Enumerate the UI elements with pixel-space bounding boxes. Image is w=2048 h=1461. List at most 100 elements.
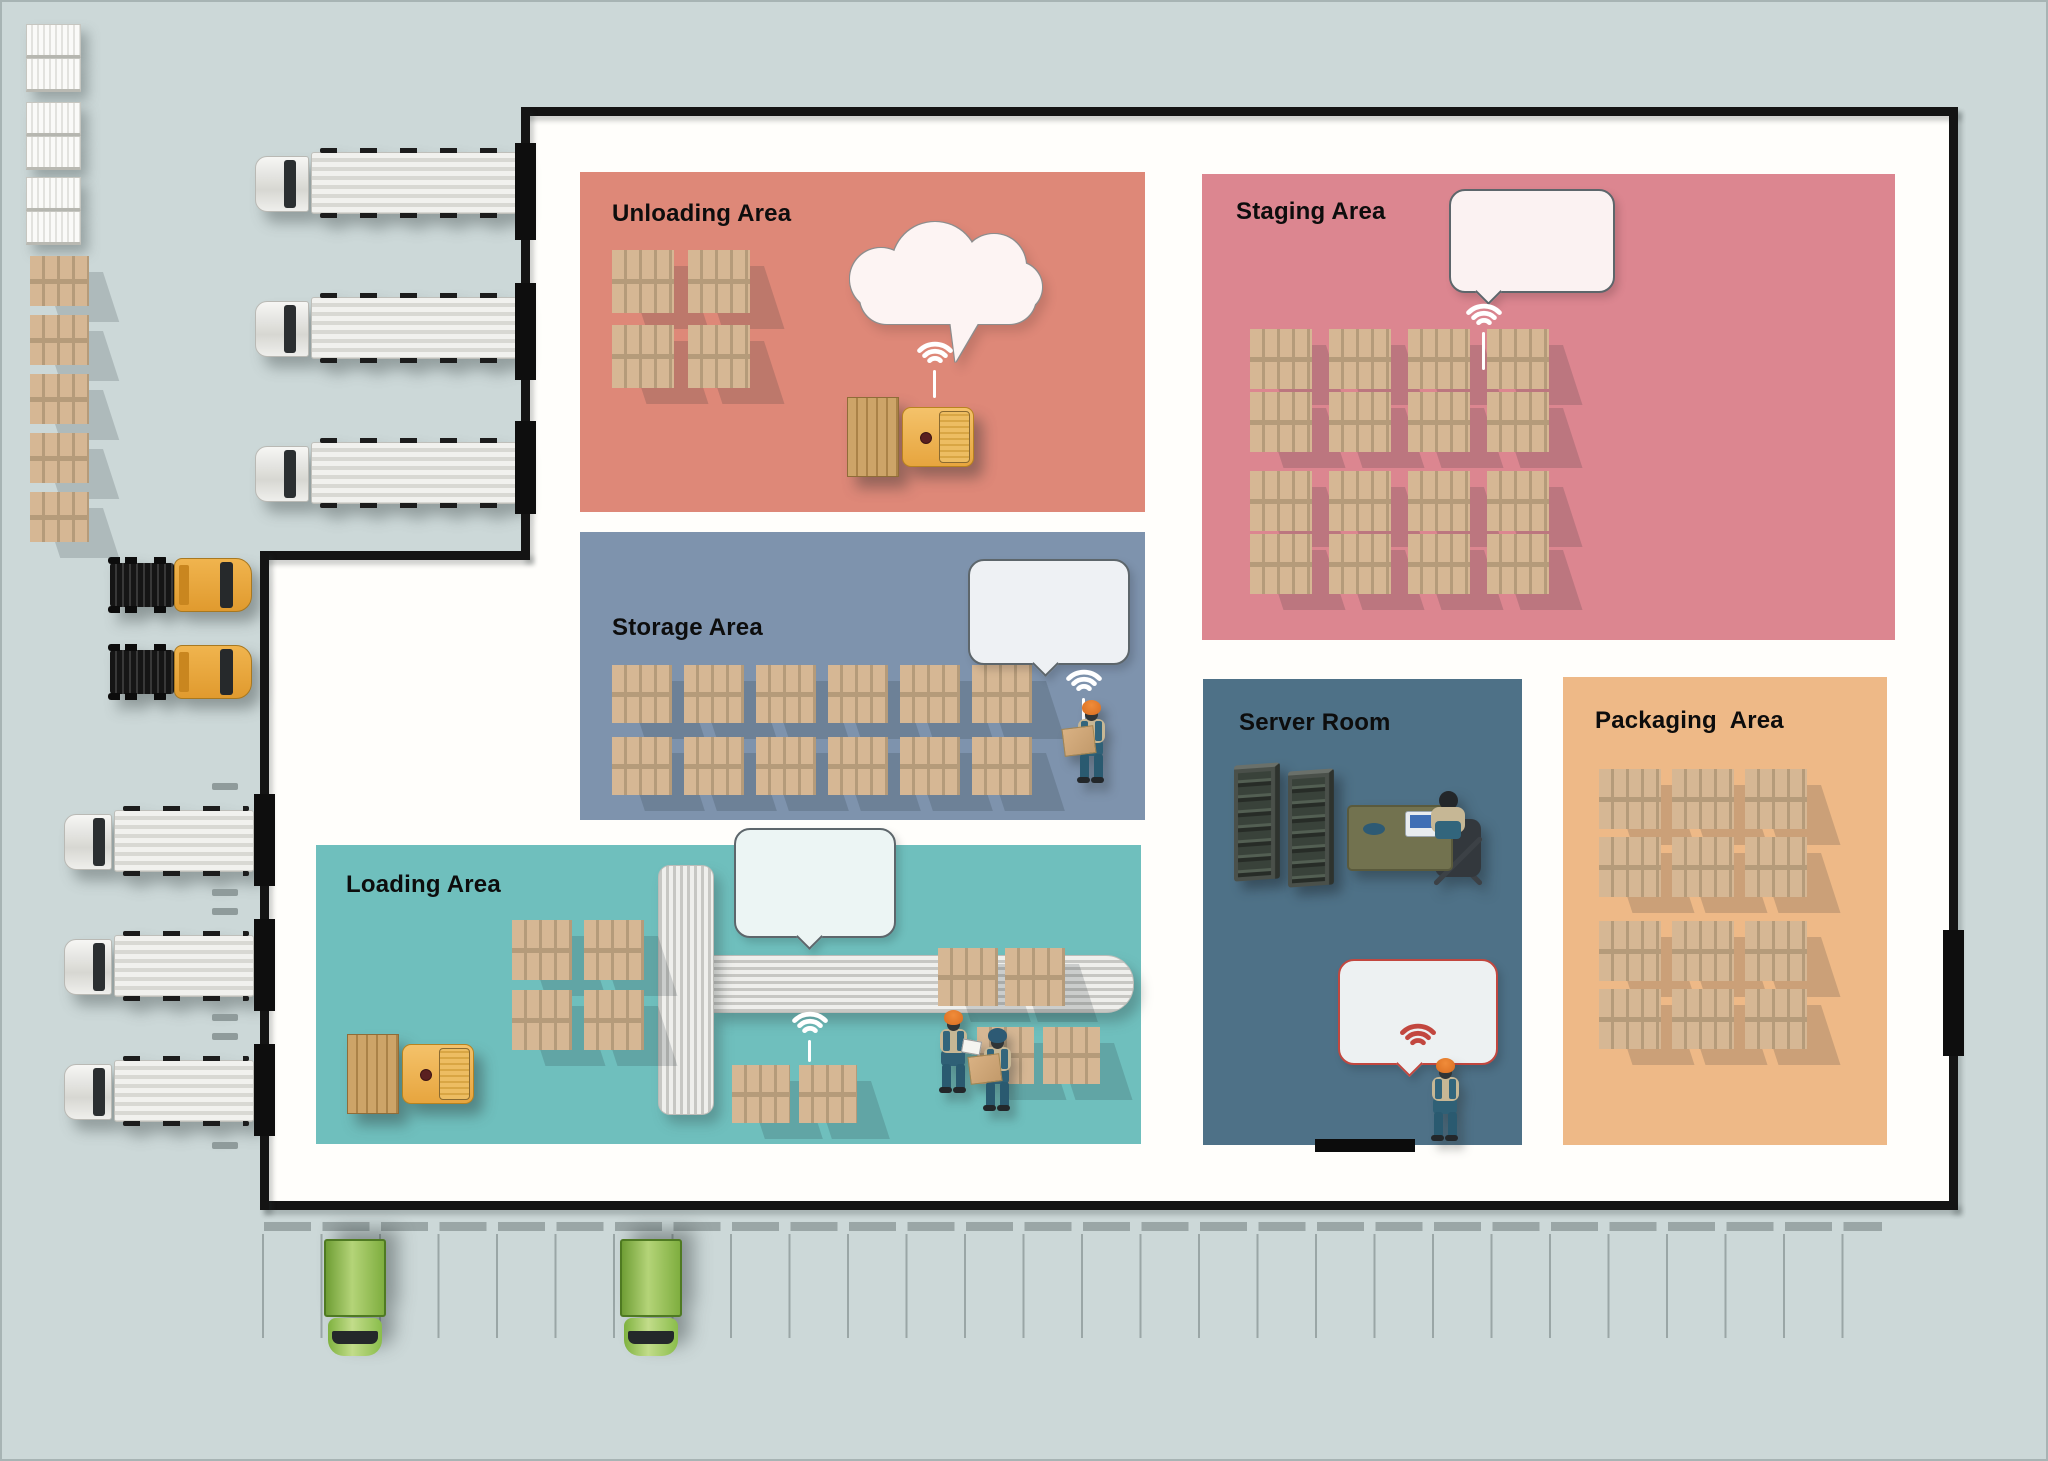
worker-face [1438,1070,1452,1079]
pallet [1408,471,1470,531]
pallet [1599,837,1661,897]
forklift [847,397,974,477]
wifi-alert-icon [1400,1023,1436,1046]
truck-cab [64,1064,112,1120]
worker-face [946,1022,960,1031]
pallet [1599,921,1661,981]
pallet [612,665,672,723]
pallet [1745,769,1807,829]
parked-green-truck [324,1239,386,1361]
pallet [1672,921,1734,981]
pallet [1329,534,1391,594]
dock-door [254,919,275,1011]
pallet-grid-unloading [612,250,750,388]
pallet [1599,989,1661,1049]
speech-bubble-storage [968,559,1130,677]
forklift-body [902,407,974,467]
operator-desk [1347,785,1497,905]
docked-truck [255,293,517,363]
pallet [1250,471,1312,531]
wifi-icon [1466,303,1502,326]
dock-marking [212,889,238,896]
area-label: Unloading Area [612,200,792,227]
pallet-grid-storage [612,665,1032,795]
wifi-stem [933,370,936,398]
worker-with-clipboard [930,1010,983,1093]
pallet [584,990,644,1050]
worker-legs [1422,1112,1468,1141]
docked-truck [64,1056,254,1126]
pallet [1745,837,1807,897]
truck-trailer [311,293,517,363]
speech-bubble-staging [1449,189,1615,305]
truck-flatbed [108,557,174,613]
shipping-container [26,211,81,245]
dock-door [515,283,536,380]
truck-flatbed [108,644,174,700]
dock-door [254,794,275,886]
truck-cab [174,645,252,699]
shipping-container [26,177,81,211]
server-rack [1234,762,1280,882]
dock-marking [212,1033,238,1040]
area-label: Loading Area [346,871,501,898]
pallet [30,256,89,306]
pallet [972,665,1032,723]
parked-green-truck [620,1239,682,1361]
pallet-grid-outside [30,256,89,542]
area-server-room[interactable]: Server Room [1203,679,1522,1145]
pallet [1408,534,1470,594]
wifi-icon [792,1011,828,1034]
wall-top [521,107,1958,116]
worker-server-room [1422,1058,1468,1141]
pallet [756,665,816,723]
truck-trailer [114,931,254,1001]
pallet [30,433,89,483]
operator-head [1439,791,1458,810]
pallet [688,250,750,313]
carried-box [967,1053,1003,1085]
worker-carrying-box [1061,700,1114,783]
pallet-grid-loading-floor [732,1065,857,1123]
parking-stall-lines [262,1234,1882,1338]
shipping-container [26,24,81,58]
pallet [1329,471,1391,531]
dock-marking [212,908,238,915]
truck-trailer [114,806,254,876]
pallet [1408,329,1470,389]
flatbed-truck [108,557,252,613]
pallet [612,250,674,313]
wall-right [1949,107,1958,1210]
wifi-icon [1066,669,1102,692]
shipping-container [26,136,81,170]
pallet [828,737,888,795]
area-label: Server Room [1239,709,1391,736]
pallet [900,737,960,795]
pallet [612,325,674,388]
pallet [1745,921,1807,981]
forklift-pallet [847,397,899,477]
truck-cab [624,1318,678,1356]
dock-door [254,1044,275,1136]
forklift-body [402,1044,474,1104]
wifi-stem [808,1040,811,1062]
truck-cab [255,301,309,357]
truck-cab [64,814,112,870]
forklift-pallet [347,1034,399,1114]
pallet [1408,392,1470,452]
pallet [512,920,572,980]
pallet [1487,471,1549,531]
carried-box [1061,725,1097,757]
pallet [684,737,744,795]
dock-marking [212,1142,238,1149]
pallet [30,492,89,542]
pallet [684,665,744,723]
truck-trailer [311,438,517,508]
area-label: Packaging Area [1595,707,1784,734]
worker-face [990,1040,1004,1049]
wall-bottom [260,1201,1958,1210]
pallet [1487,392,1549,452]
pallet [1487,329,1549,389]
worker-carrying-box [967,1028,1020,1111]
